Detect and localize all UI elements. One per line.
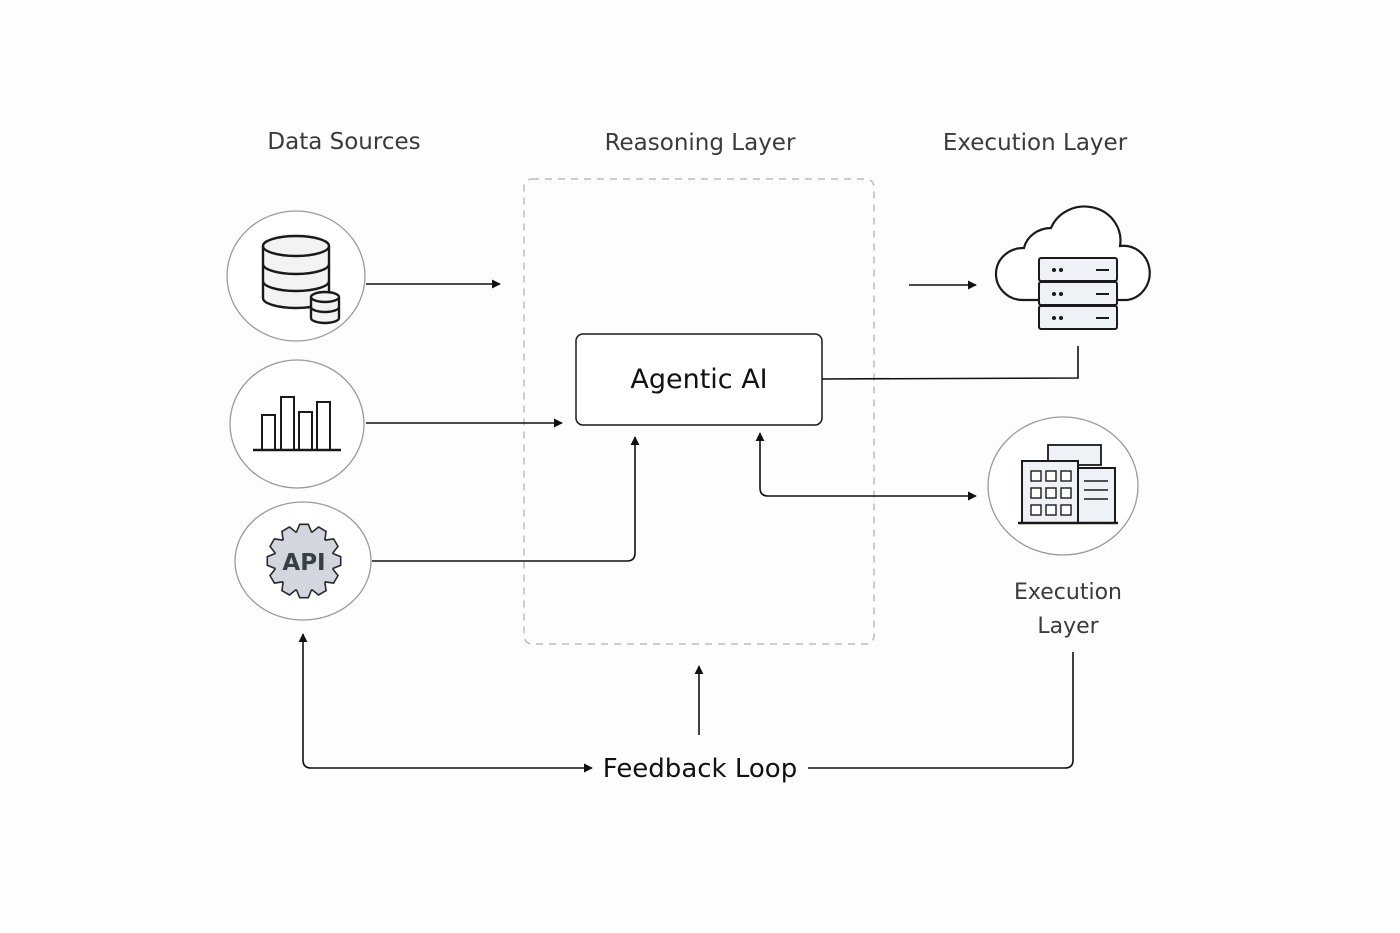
- arrow-api-to-agentic-ai: [372, 436, 640, 562]
- feedback-loop-label: Feedback Loop: [603, 754, 797, 784]
- column-title-execution-layer: Execution Layer: [943, 130, 1128, 156]
- line-agentic-ai-to-cloud: [821, 346, 1079, 380]
- arrow-feedback-to-api: [298, 633, 593, 773]
- api-label: API: [282, 550, 325, 576]
- data-source-database[interactable]: [226, 210, 366, 342]
- execution-cloud-server[interactable]: [994, 205, 1151, 330]
- cloud-server-icon: [994, 205, 1151, 330]
- line-feedback-to-execution: [808, 652, 1074, 769]
- office-building-icon: [1018, 444, 1118, 525]
- bar-chart-icon: [253, 396, 341, 452]
- execution-building[interactable]: [987, 416, 1139, 556]
- column-title-data-sources: Data Sources: [267, 129, 420, 155]
- arrow-agentic-ai-execution-building: [755, 432, 977, 501]
- database-icon: [261, 234, 341, 325]
- column-title-reasoning-layer: Reasoning Layer: [605, 130, 796, 156]
- execution-layer-label-line2: Layer: [1037, 614, 1099, 639]
- data-source-api[interactable]: API: [234, 501, 372, 621]
- execution-layer-label-line1: Execution: [1014, 580, 1122, 605]
- reasoning-layer-box: [523, 178, 875, 645]
- data-source-analytics[interactable]: [229, 359, 365, 489]
- agentic-ai-node[interactable]: Agentic AI: [575, 333, 823, 426]
- api-gear-icon: API: [266, 523, 342, 599]
- agentic-ai-label: Agentic AI: [630, 364, 767, 395]
